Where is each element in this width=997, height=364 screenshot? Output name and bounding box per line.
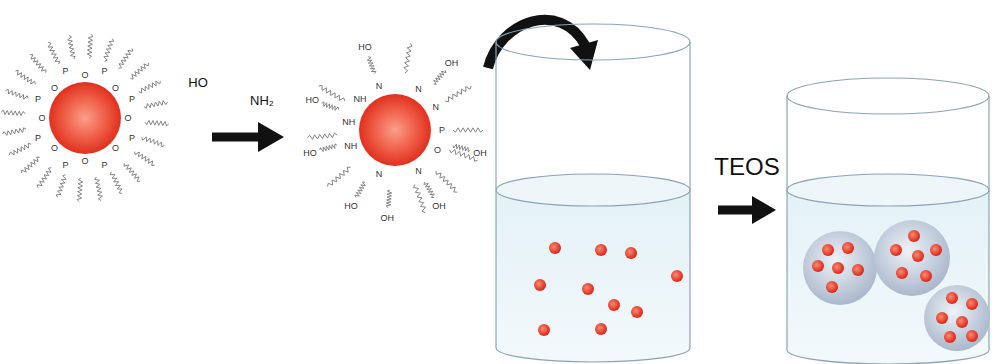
ligand-chain <box>10 143 32 155</box>
ligand-chain <box>144 101 168 109</box>
atom-label: NH <box>342 117 355 126</box>
ligand-chain <box>95 177 103 201</box>
atom-label: P <box>35 133 41 142</box>
ligand-chain <box>68 36 76 60</box>
ligand-chain <box>434 70 446 84</box>
atom-label: O <box>51 83 58 92</box>
ligand-chain <box>453 128 483 132</box>
ligand-chain <box>30 55 46 73</box>
atom-label: N <box>415 85 422 94</box>
ligand-chain <box>130 63 148 79</box>
atom-label: P <box>439 126 445 135</box>
silica-sphere <box>874 220 950 296</box>
atom-label: NH <box>344 142 357 151</box>
atom-label: HO <box>344 202 358 211</box>
atom-label: O <box>112 144 119 153</box>
ligand-chain <box>445 86 471 102</box>
atom-label: P <box>101 161 107 170</box>
ligand-chain <box>142 137 165 147</box>
beaker <box>496 24 690 362</box>
reagent-label: HO <box>188 76 208 89</box>
atom-label: O <box>81 157 88 166</box>
ligand-chain <box>367 57 376 74</box>
ligand-chain <box>453 144 470 152</box>
silica-sphere <box>803 231 877 305</box>
atom-label: P <box>35 94 41 103</box>
atom-label: O <box>112 83 119 92</box>
ligand-chain <box>404 43 412 73</box>
ligand-chain <box>87 34 93 58</box>
atom-label: P <box>62 66 68 75</box>
atom-label: O <box>124 114 131 123</box>
reagent-label: NH₂ <box>250 94 274 107</box>
arrow-head <box>752 196 776 224</box>
ligand-chain <box>119 48 133 68</box>
ligand-chain <box>320 144 337 152</box>
atom-label: OH <box>381 213 395 222</box>
atom-label: P <box>62 161 68 170</box>
atom-label: O <box>51 144 58 153</box>
ligand-chain <box>37 168 51 188</box>
nanoparticle-dots <box>534 242 683 336</box>
reaction-arrow <box>718 206 755 215</box>
ligand-chain <box>436 171 457 192</box>
silica-sphere <box>924 285 990 351</box>
atom-label: OH <box>473 148 487 157</box>
ligand-chain <box>139 81 161 93</box>
arrow-head <box>258 122 284 152</box>
ligand-chain <box>15 70 35 84</box>
atom-label: HO <box>306 95 320 104</box>
atom-label: N <box>415 166 422 175</box>
atom-label: N <box>432 102 439 111</box>
ligand-chain <box>414 185 426 213</box>
ligand-chain <box>48 43 60 65</box>
atom-label: P <box>129 133 135 142</box>
atom-label: HO <box>303 148 317 157</box>
arrow-head <box>570 40 598 70</box>
ligand-chain <box>355 182 366 198</box>
nanoparticle <box>49 82 121 154</box>
ligand-chain <box>424 182 435 198</box>
reagent-label: TEOS <box>714 155 779 179</box>
ligand-chain <box>322 102 339 111</box>
atom-label: N <box>376 170 383 179</box>
ligand-chain <box>56 175 66 198</box>
ligand-chain <box>110 172 122 194</box>
ligand-chain <box>307 133 337 139</box>
atom-label: O <box>81 71 88 80</box>
ligand-chain <box>124 163 140 181</box>
atom-label: P <box>101 66 107 75</box>
atom-label: HO <box>358 43 372 52</box>
ligand-chain <box>3 128 27 136</box>
ligand-chain <box>1 110 25 116</box>
ligand-chain <box>386 190 392 208</box>
ligand-chain <box>6 89 29 99</box>
ligand-chain <box>145 120 169 126</box>
atom-label: OH <box>432 202 446 211</box>
ligand-chain <box>135 152 155 166</box>
ligand-chain <box>22 157 40 173</box>
ligand-chain <box>77 178 83 202</box>
beaker <box>787 78 989 364</box>
atom-label: N <box>376 81 383 90</box>
nanoparticle <box>359 94 431 166</box>
atom-label: O <box>38 114 45 123</box>
ligand-chain <box>104 39 114 62</box>
atom-label: OH <box>445 58 459 67</box>
reaction-arrow <box>212 133 262 142</box>
ligand-chain <box>319 85 345 101</box>
atom-label: P <box>129 94 135 103</box>
atom-label: NH <box>354 94 367 103</box>
atom-label: O <box>434 145 441 154</box>
ligand-chain <box>328 167 351 186</box>
